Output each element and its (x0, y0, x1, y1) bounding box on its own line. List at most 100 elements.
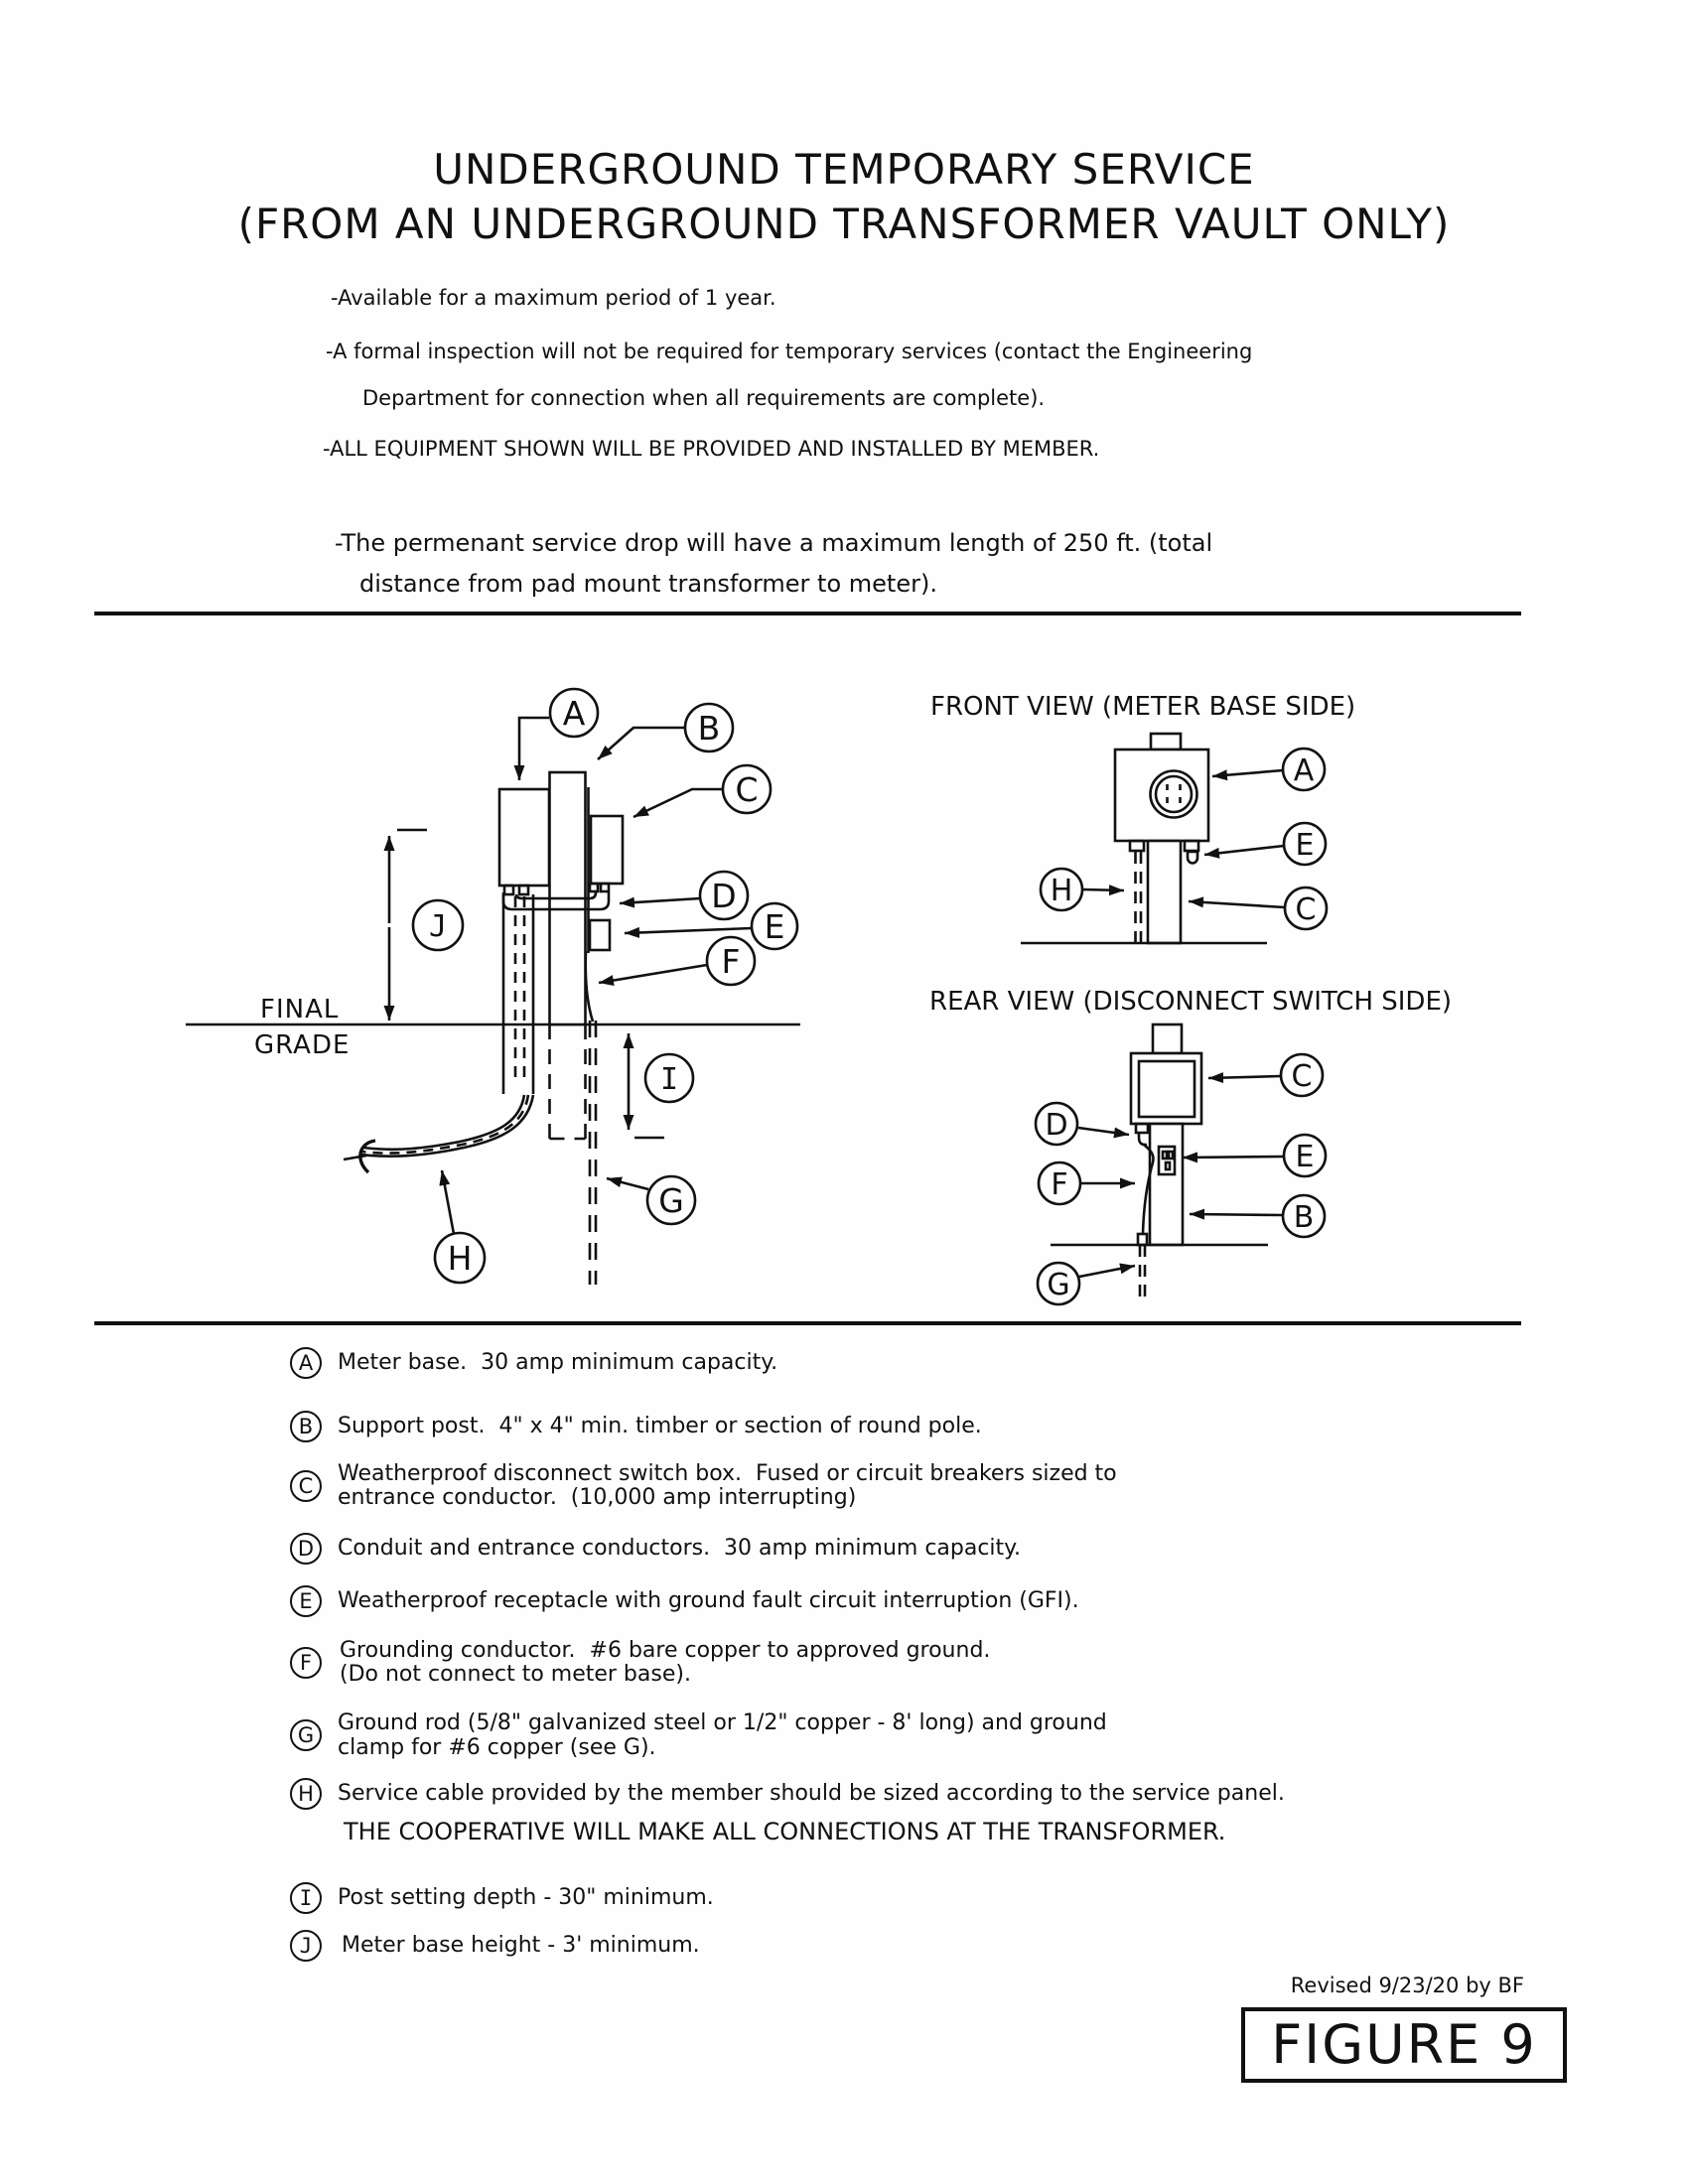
leader-front-h (1081, 885, 1125, 896)
service-drop-note-line1: -The permenant service drop will have a … (335, 529, 1213, 557)
legend-circle-d: D (290, 1533, 322, 1565)
legend-text-f2: (Do not connect to meter base). (340, 1662, 691, 1687)
disconnect-box-rear (1129, 1051, 1203, 1126)
callout-d: D (711, 877, 736, 915)
gfi-receptacle-side (588, 918, 612, 952)
callout-i: I (660, 1062, 678, 1097)
side-view-drawing (186, 716, 800, 1285)
legend-text-h: Service cable provided by the member sho… (338, 1781, 1285, 1806)
support-post-front (1146, 839, 1183, 945)
conduit-fitting-rear (1134, 1122, 1150, 1135)
front-view-title: FRONT VIEW (METER BASE SIDE) (930, 692, 1356, 722)
front-view-drawing (1021, 732, 1286, 949)
figure-number: FIGURE 9 (1271, 2013, 1537, 2076)
leader-front-e (1203, 844, 1285, 859)
callout-rear-g: G (1047, 1268, 1069, 1302)
service-drop-note-line2: distance from pad mount transformer to m… (359, 570, 937, 598)
note-line: Department for connection when all requi… (362, 386, 1046, 410)
leader-f (598, 963, 708, 986)
legend-circle-h: H (290, 1778, 322, 1810)
callout-g: G (658, 1181, 684, 1220)
legend-text-e: Weatherproof receptacle with ground faul… (338, 1588, 1079, 1613)
callout-rear-e: E (1296, 1140, 1315, 1174)
callout-front-c: C (1296, 892, 1317, 927)
page-title-line2: (FROM AN UNDERGROUND TRANSFORMER VAULT O… (237, 200, 1451, 248)
legend-circle-j: J (290, 1930, 322, 1962)
installation-diagram: A B C D E F G H I J (186, 687, 1329, 1306)
callout-a: A (563, 694, 586, 733)
leader-g (606, 1176, 649, 1191)
leader-rear-g (1078, 1263, 1136, 1279)
legend-circle-b: B (290, 1411, 322, 1442)
meter-base-front (1113, 748, 1210, 843)
front-view-callouts: A E C H (1039, 747, 1329, 931)
legend-text-g2: clamp for #6 copper (see G). (338, 1735, 656, 1760)
meter-dial (1149, 769, 1198, 819)
ground-clamp (1136, 1232, 1149, 1247)
rear-view-title: REAR VIEW (DISCONNECT SWITCH SIDE) (929, 987, 1453, 1017)
legend-text-a: Meter base. 30 amp minimum capacity. (338, 1350, 778, 1375)
figure-number-box: FIGURE 9 (1241, 2007, 1567, 2083)
callout-c: C (735, 770, 758, 809)
callout-h: H (448, 1239, 473, 1278)
leader-c (633, 787, 723, 819)
post-top-stub-rear (1151, 1023, 1184, 1055)
legend-circle-c: C (290, 1470, 322, 1502)
revised-stamp: Revised 9/23/20 by BF (1290, 1974, 1524, 1997)
legend-circle-e: E (290, 1585, 322, 1617)
leader-d (619, 896, 701, 908)
callout-rear-d: D (1045, 1108, 1067, 1143)
callout-j: J (429, 909, 447, 944)
callout-b: B (698, 709, 721, 748)
callout-front-h: H (1051, 874, 1073, 908)
leader-b (597, 726, 685, 760)
divider-bottom (94, 1321, 1521, 1325)
leader-h (439, 1169, 456, 1235)
note-line: -Available for a maximum period of 1 yea… (331, 286, 776, 310)
leader-a (513, 716, 549, 780)
leader-front-a (1211, 768, 1284, 781)
legend-text-f1: Grounding conductor. #6 bare copper to a… (340, 1638, 991, 1663)
service-cable (359, 1094, 535, 1159)
callout-e: E (765, 907, 785, 946)
rear-view-drawing (1051, 1023, 1285, 1300)
legend-circle-a: A (290, 1347, 322, 1379)
rear-view-callouts: C D E F B G (1034, 1052, 1328, 1306)
post-top-stub (1149, 732, 1183, 751)
callout-rear-c: C (1292, 1059, 1313, 1094)
callout-front-e: E (1296, 828, 1315, 863)
grounding-conductor-side (584, 950, 595, 1023)
callout-rear-f: F (1051, 1167, 1067, 1202)
leader-rear-d (1077, 1126, 1130, 1139)
support-post-rear (1148, 1122, 1185, 1247)
note-line: -A formal inspection will not be require… (326, 340, 1253, 363)
callout-rear-b: B (1294, 1200, 1315, 1235)
callout-f: F (722, 942, 741, 981)
legend-circle-g: G (290, 1719, 322, 1751)
legend-text-b: Support post. 4" x 4" min. timber or sec… (338, 1414, 982, 1438)
final-grade-label-grade: GRADE (254, 1030, 351, 1060)
legend-text-d: Conduit and entrance conductors. 30 amp … (338, 1536, 1022, 1561)
final-grade-label-final: FINAL (260, 995, 340, 1024)
callout-front-a: A (1294, 753, 1315, 788)
legend-text-c1: Weatherproof disconnect switch box. Fuse… (338, 1461, 1117, 1486)
disconnect-box-side (589, 814, 625, 886)
page-title-line1: UNDERGROUND TEMPORARY SERVICE (433, 145, 1255, 194)
leader-e (624, 926, 753, 938)
legend-text-g1: Ground rod (5/8" galvanized steel or 1/2… (338, 1710, 1107, 1735)
meter-base-side (497, 787, 551, 887)
legend-circle-i: I (290, 1882, 322, 1914)
leader-rear-e (1182, 1152, 1285, 1163)
grounding-conductor-rear (1141, 1144, 1155, 1234)
leader-rear-b (1189, 1208, 1284, 1220)
legend-cooperative-note: THE COOPERATIVE WILL MAKE ALL CONNECTION… (344, 1818, 1226, 1845)
divider-top (94, 612, 1521, 615)
legend-text-i: Post setting depth - 30" minimum. (338, 1885, 714, 1910)
legend-text-c2: entrance conductor. (10,000 amp interrup… (338, 1485, 857, 1510)
note-line: -ALL EQUIPMENT SHOWN WILL BE PROVIDED AN… (323, 437, 1100, 461)
leader-front-c (1188, 896, 1286, 909)
legend-text-j: Meter base height - 3' minimum. (342, 1933, 700, 1958)
side-view-callouts: A B C D E F G H I J (411, 687, 799, 1285)
legend-circle-f: F (290, 1647, 322, 1679)
